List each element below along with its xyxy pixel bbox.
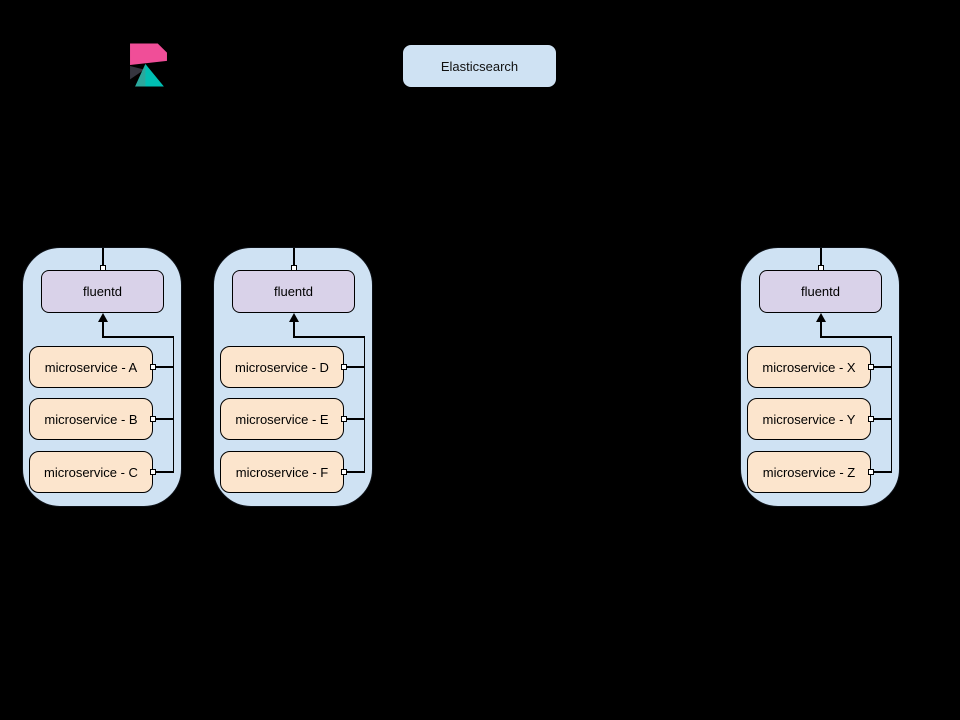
microservice-node: microservice - D bbox=[220, 346, 344, 388]
connector-line bbox=[155, 418, 173, 420]
connector-line bbox=[890, 336, 892, 473]
connector-line bbox=[102, 321, 104, 337]
microservice-node: microservice - F bbox=[220, 451, 344, 493]
microservice-node: microservice - A bbox=[29, 346, 153, 388]
microservice-label: microservice - X bbox=[762, 359, 856, 375]
connector-line bbox=[293, 336, 365, 338]
connector-line bbox=[346, 418, 364, 420]
connector-line bbox=[155, 471, 173, 473]
microservice-node: microservice - B bbox=[29, 398, 153, 440]
microservice-label: microservice - A bbox=[44, 359, 138, 375]
microservice-node: microservice - E bbox=[220, 398, 344, 440]
connector-line bbox=[155, 366, 173, 368]
microservice-node: microservice - Z bbox=[747, 451, 871, 493]
arrowhead-up-icon bbox=[288, 313, 299, 322]
microservice-label: microservice - D bbox=[235, 359, 329, 375]
microservice-node: microservice - Y bbox=[747, 398, 871, 440]
node-container-2: fluentd microservice - D microservice - … bbox=[213, 247, 373, 507]
arrowhead-up-icon bbox=[97, 313, 108, 322]
node-container-3: fluentd microservice - X microservice - … bbox=[740, 247, 900, 507]
connector-line bbox=[363, 336, 365, 473]
microservice-label: microservice - E bbox=[235, 411, 329, 427]
connector-line bbox=[873, 366, 891, 368]
connector-line bbox=[346, 471, 364, 473]
kibana-logo-icon bbox=[130, 43, 167, 87]
microservice-label: microservice - Z bbox=[762, 464, 856, 480]
fluentd-label: fluentd bbox=[800, 284, 841, 299]
fluentd-node: fluentd bbox=[232, 270, 355, 313]
elasticsearch-label: Elasticsearch bbox=[440, 58, 519, 74]
microservice-node: microservice - X bbox=[747, 346, 871, 388]
connector-line bbox=[873, 418, 891, 420]
elasticsearch-node: Elasticsearch bbox=[402, 44, 557, 88]
microservice-node: microservice - C bbox=[29, 451, 153, 493]
connector-line bbox=[293, 248, 295, 267]
connector-line bbox=[820, 336, 892, 338]
connector-line bbox=[820, 248, 822, 267]
connector-line bbox=[346, 366, 364, 368]
fluentd-node: fluentd bbox=[41, 270, 164, 313]
connector-line bbox=[102, 336, 174, 338]
microservice-label: microservice - F bbox=[235, 464, 329, 480]
microservice-label: microservice - C bbox=[44, 464, 138, 480]
connector-line bbox=[172, 336, 174, 473]
microservice-label: microservice - Y bbox=[762, 411, 856, 427]
connector-line bbox=[820, 321, 822, 337]
fluentd-label: fluentd bbox=[82, 284, 123, 299]
connector-line bbox=[102, 248, 104, 267]
fluentd-label: fluentd bbox=[273, 284, 314, 299]
arrowhead-up-icon bbox=[815, 313, 826, 322]
fluentd-node: fluentd bbox=[759, 270, 882, 313]
connector-line bbox=[293, 321, 295, 337]
microservice-label: microservice - B bbox=[44, 411, 138, 427]
node-container-1: fluentd microservice - A microservice - … bbox=[22, 247, 182, 507]
connector-line bbox=[873, 471, 891, 473]
